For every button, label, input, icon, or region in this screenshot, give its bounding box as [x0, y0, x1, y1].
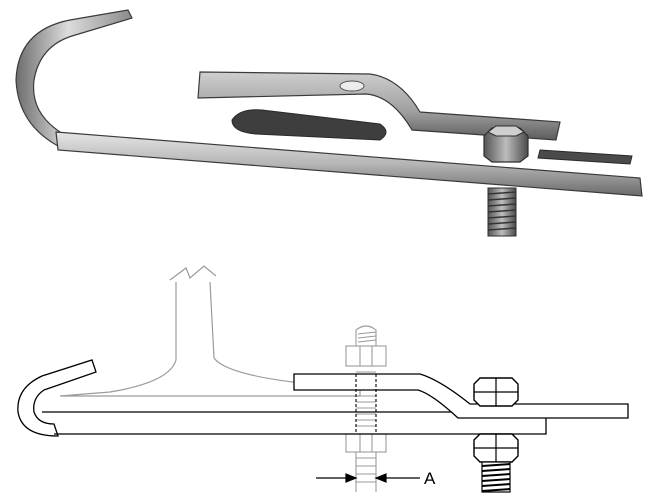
photo-hex-nut-top: [487, 125, 525, 137]
ghost-beam-break: [169, 265, 217, 281]
clamp-line-drawing: A: [17, 265, 629, 493]
dimension-a-arrows: [316, 473, 420, 483]
drawing-threaded-stud: [481, 461, 511, 493]
photo-threaded-bolt: [487, 187, 517, 237]
photo-main-bar-slot: [537, 149, 633, 165]
photo-plate-slot: [231, 109, 387, 141]
drawing-hook: [17, 359, 97, 437]
clamp-photo: [15, 9, 643, 237]
photo-main-bar: [55, 131, 643, 197]
photo-upper-plate: [197, 71, 561, 141]
photo-plate-hole: [339, 80, 365, 92]
ghost-bolt: [345, 325, 387, 492]
drawing-bottom-nut: [473, 433, 519, 463]
drawing-top-nut: [473, 377, 519, 407]
drawing-upper-plate: [293, 373, 629, 419]
dimension-a-label: A: [424, 469, 436, 488]
photo-hook: [15, 9, 133, 147]
drawing-center-bolt: [355, 374, 377, 434]
drawing-main-bar: [42, 411, 547, 435]
